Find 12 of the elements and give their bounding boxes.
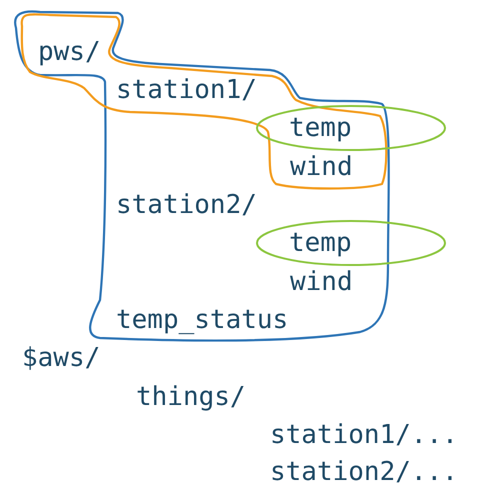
- topic-level-text: $aws/: [22, 343, 100, 373]
- topic-level-text: temp: [289, 113, 352, 143]
- topic-level-text: wind: [290, 152, 353, 182]
- topic-level-text: temp: [289, 228, 352, 258]
- topic-level-text: pws/: [38, 37, 101, 67]
- topic-level-text: station1/...: [270, 420, 458, 450]
- topic-level-text: things/: [136, 382, 246, 412]
- topic-level-text: wind: [290, 267, 353, 297]
- topic-level-text: station1/: [116, 75, 257, 105]
- topic-level-text: temp_status: [116, 305, 288, 335]
- topic-level-text: station2/: [116, 190, 257, 220]
- topic-level-text: station2/...: [270, 457, 458, 487]
